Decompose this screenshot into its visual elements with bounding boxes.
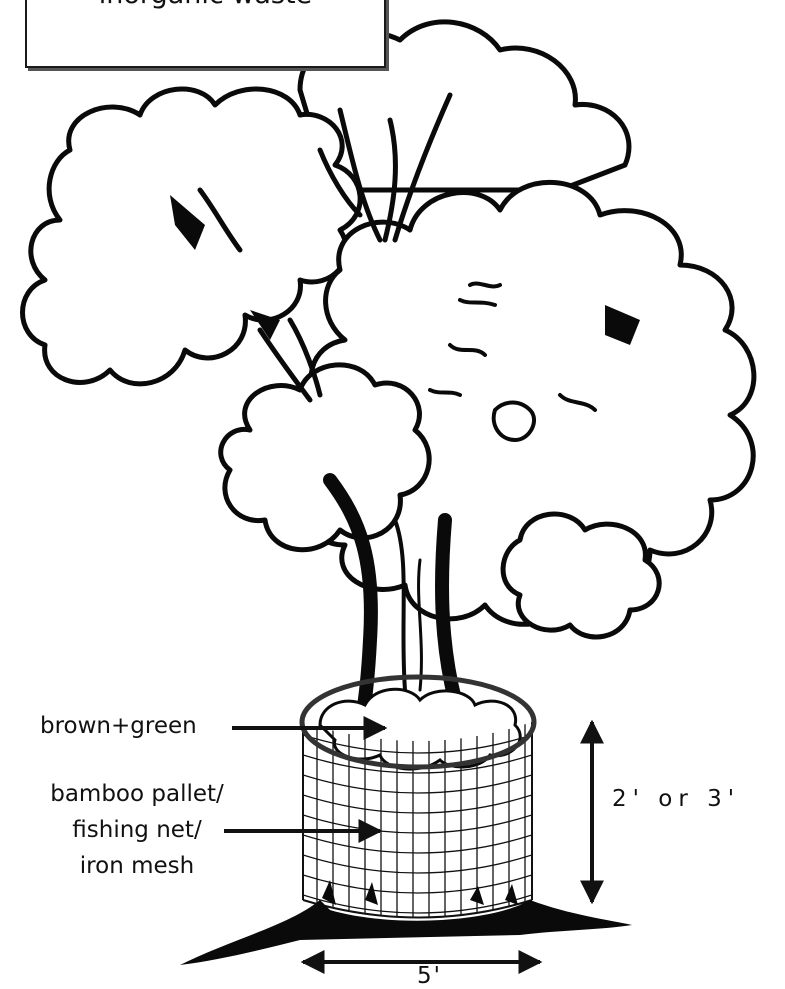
label-mesh-line-1: bamboo pallet/ bbox=[26, 776, 248, 812]
mesh-horizontal-line bbox=[303, 875, 532, 893]
mesh-horizontal-line bbox=[303, 795, 532, 813]
label-brown-green: brown+green bbox=[40, 713, 197, 739]
mesh-horizontal-line bbox=[303, 855, 532, 873]
label-mesh-line-3: iron mesh bbox=[26, 848, 248, 884]
label-width: 5' bbox=[417, 963, 442, 989]
mesh-horizontal-line bbox=[303, 895, 532, 913]
label-mesh: bamboo pallet/ fishing net/ iron mesh bbox=[26, 776, 248, 884]
title-box: inorganic waste bbox=[25, 0, 386, 68]
title-text: inorganic waste bbox=[27, 0, 384, 10]
tree-icon bbox=[23, 22, 754, 637]
label-height: 2' or 3' bbox=[612, 786, 740, 812]
label-mesh-line-2: fishing net/ bbox=[26, 812, 248, 848]
mesh-horizontal-line bbox=[303, 775, 532, 793]
mesh-horizontal-line bbox=[303, 835, 532, 853]
